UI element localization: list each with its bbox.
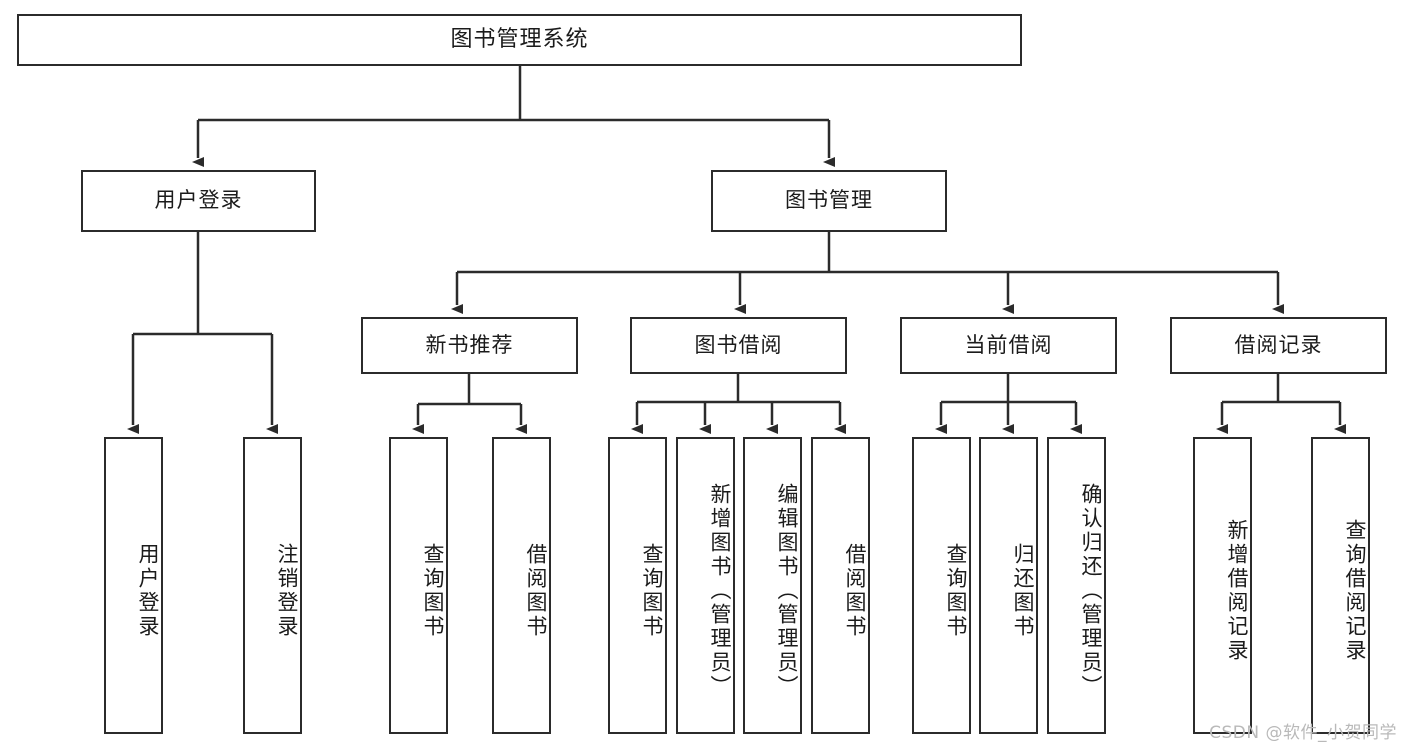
leaf-label: 新增借阅记录 (1225, 518, 1249, 663)
leaf-label: 注销登录 (275, 542, 299, 639)
leaf-current-borrow-return-books[interactable]: 归还图书 (979, 437, 1038, 734)
leaf-borrow-record-query-record[interactable]: 查询借阅记录 (1311, 437, 1370, 734)
leaf-label: 借阅图书 (524, 542, 548, 639)
leaf-current-borrow-query-books[interactable]: 查询图书 (912, 437, 971, 734)
node-borrow-record[interactable]: 借阅记录 (1170, 317, 1387, 374)
leaf-new-book-query-books[interactable]: 查询图书 (389, 437, 448, 734)
leaf-borrow-record-add-record[interactable]: 新增借阅记录 (1193, 437, 1252, 734)
leaf-label: 借阅图书 (843, 542, 867, 639)
leaf-label: 用户登录 (136, 542, 160, 639)
leaf-book-borrow-add-book-admin[interactable]: 新增图书（管理员） (676, 437, 735, 734)
leaf-user-login-logout[interactable]: 注销登录 (243, 437, 302, 734)
leaf-label: 归还图书 (1011, 542, 1035, 639)
node-root-book-management-system[interactable]: 图书管理系统 (17, 14, 1022, 66)
leaf-user-login-login[interactable]: 用户登录 (104, 437, 163, 734)
leaf-label: 确认归还（管理员） (1079, 482, 1103, 699)
leaf-label: 查询借阅记录 (1343, 518, 1367, 663)
leaf-new-book-borrow-books[interactable]: 借阅图书 (492, 437, 551, 734)
node-new-book-recommend[interactable]: 新书推荐 (361, 317, 578, 374)
leaf-book-borrow-query-books[interactable]: 查询图书 (608, 437, 667, 734)
leaf-current-borrow-confirm-return-admin[interactable]: 确认归还（管理员） (1047, 437, 1106, 734)
leaf-book-borrow-borrow-books[interactable]: 借阅图书 (811, 437, 870, 734)
node-user-login[interactable]: 用户登录 (81, 170, 316, 232)
leaf-label: 查询图书 (640, 542, 664, 639)
leaf-book-borrow-edit-book-admin[interactable]: 编辑图书（管理员） (743, 437, 802, 734)
node-current-borrow[interactable]: 当前借阅 (900, 317, 1117, 374)
leaf-label: 查询图书 (944, 542, 968, 639)
node-book-borrow[interactable]: 图书借阅 (630, 317, 847, 374)
leaf-label: 编辑图书（管理员） (775, 482, 799, 699)
node-book-management[interactable]: 图书管理 (711, 170, 947, 232)
leaf-label: 查询图书 (421, 542, 445, 639)
leaf-label: 新增图书（管理员） (708, 482, 732, 699)
